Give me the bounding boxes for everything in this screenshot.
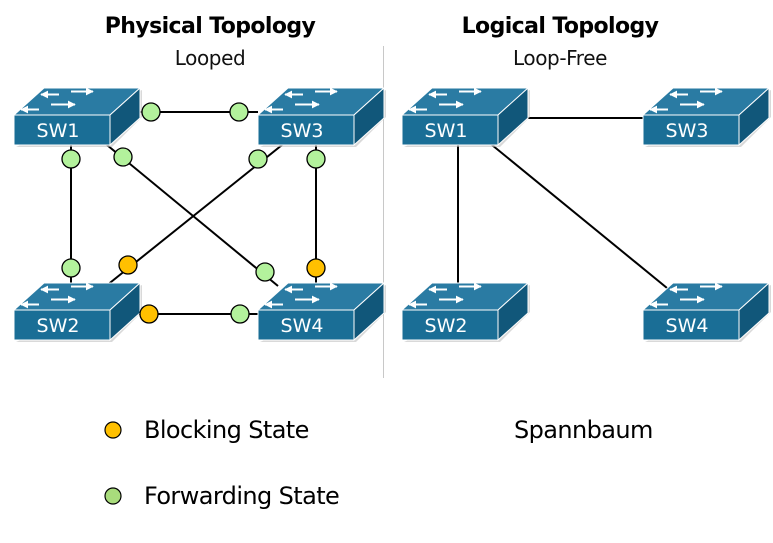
- switch-arrows-icon: [408, 87, 482, 114]
- port-forwarding-sw1: [141, 102, 161, 122]
- physical-switch-sw1: SW1: [12, 86, 142, 147]
- switch-label: SW1: [425, 120, 468, 142]
- logical-topology-subtitle: Loop-Free: [512, 46, 608, 70]
- switch-label: SW1: [37, 120, 80, 142]
- switch-arrows-icon: [20, 87, 94, 114]
- logical-switch-sw1: SW1: [400, 86, 530, 147]
- legend-blocking-label: Blocking State: [144, 416, 309, 444]
- switch-arrows-icon: [264, 87, 338, 114]
- logical-topology-title: Logical Topology: [461, 14, 659, 39]
- logical-switch-sw2: SW2: [400, 281, 530, 342]
- switch-arrows-icon: [649, 282, 723, 309]
- caption-spannbaum: Spannbaum: [514, 416, 653, 444]
- port-forwarding-sw3: [248, 149, 268, 169]
- switch-arrows-icon: [20, 282, 94, 309]
- switch-label: SW4: [666, 315, 709, 337]
- switch-label: SW2: [425, 315, 468, 337]
- physical-switch-sw3: SW3: [256, 86, 386, 147]
- port-forwarding-sw1: [113, 147, 133, 167]
- legend-forwarding-label: Forwarding State: [144, 482, 340, 510]
- legend-blocking-icon: [104, 421, 122, 439]
- ports-layer: [61, 102, 326, 324]
- port-forwarding-sw3: [229, 102, 249, 122]
- physical-topology-title: Physical Topology: [104, 14, 316, 39]
- port-blocking-sw4: [306, 258, 326, 278]
- switch-label: SW3: [666, 120, 709, 142]
- port-blocking-sw2: [118, 255, 138, 275]
- physical-switch-sw2: SW2: [12, 281, 142, 342]
- switch-arrows-icon: [408, 282, 482, 309]
- logical-link-sw1-sw4: [491, 144, 668, 289]
- port-forwarding-sw1: [61, 149, 81, 169]
- port-forwarding-sw4: [255, 262, 275, 282]
- section-divider: [383, 46, 384, 378]
- legend-forwarding-icon: [104, 487, 122, 505]
- port-forwarding-sw3: [306, 149, 326, 169]
- logical-switch-sw3: SW3: [641, 86, 771, 147]
- port-forwarding-sw2: [61, 258, 81, 278]
- logical-switch-sw4: SW4: [641, 281, 771, 342]
- physical-switch-sw4: SW4: [256, 281, 386, 342]
- switch-label: SW2: [37, 315, 80, 337]
- switch-label: SW4: [281, 315, 324, 337]
- switch-arrows-icon: [649, 87, 723, 114]
- switch-label: SW3: [281, 120, 324, 142]
- legend-layer: [104, 421, 122, 505]
- switch-arrows-icon: [264, 282, 338, 309]
- physical-topology-subtitle: Looped: [174, 46, 246, 70]
- port-blocking-sw2: [139, 304, 159, 324]
- port-forwarding-sw4: [230, 304, 250, 324]
